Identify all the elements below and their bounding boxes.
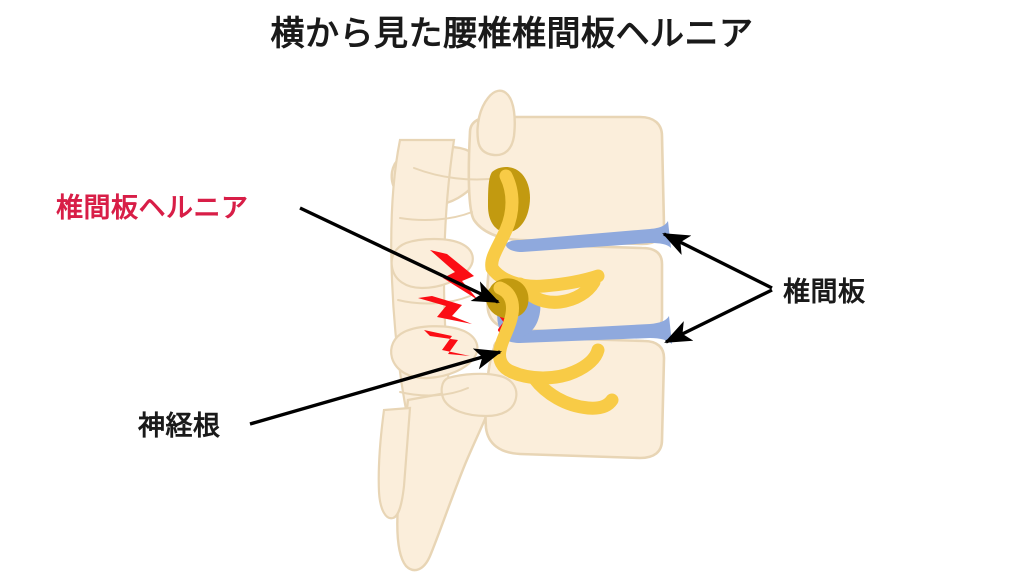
bone-contour-4 [399, 387, 469, 397]
pain-bolt-3 [424, 330, 470, 356]
intervertebral-disc-upper [506, 221, 671, 252]
page-title: 横から見た腰椎椎間板ヘルニア [270, 15, 754, 53]
spinous-process-lower [396, 390, 494, 572]
spinous-tip-top [476, 89, 516, 157]
label-intervertebral-disc: 椎間板 [783, 277, 866, 307]
disc-pointer-lower [664, 288, 773, 344]
intervertebral-disc-lower [504, 316, 672, 344]
nerve-root-lower-branch-b [527, 371, 619, 415]
nerve-root-upper-branch-a [485, 261, 605, 293]
disc-pointer-upper [662, 232, 773, 290]
pedicle-lower [440, 372, 518, 418]
nerve-root-pointer [249, 348, 502, 426]
annotation-arrows [249, 206, 773, 426]
spinous-process-sliver [377, 406, 412, 520]
nerve-root-upper-main [485, 169, 519, 275]
bone-contour-3 [397, 295, 471, 305]
herniation-pointer [299, 206, 500, 304]
label-nerve-root: 神経根 [138, 411, 221, 441]
label-herniation: 椎間板ヘルニア [56, 193, 249, 223]
nerve-root-upper-branch-b [513, 275, 601, 309]
pain-bolt-2 [418, 296, 472, 324]
bone-contour-2 [399, 211, 473, 221]
